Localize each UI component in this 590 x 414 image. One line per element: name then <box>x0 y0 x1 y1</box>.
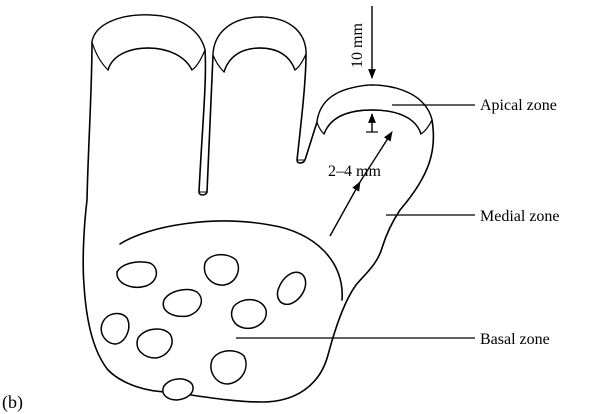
basal-cell <box>137 329 172 358</box>
basal-cell <box>232 300 267 329</box>
organ-outline <box>83 15 433 402</box>
zone-leaders <box>236 105 475 338</box>
basal-cell <box>101 313 128 344</box>
dimension-2-4mm-label: 2–4 mm <box>328 163 381 180</box>
apical-cap-middle <box>213 17 306 72</box>
dimension-10mm-label: 10 mm <box>349 23 366 68</box>
basal-cell <box>204 255 238 285</box>
basal-cell <box>211 351 246 384</box>
apical-zone-label: Apical zone <box>480 97 557 114</box>
basal-cell <box>278 272 306 304</box>
apical-cap-left <box>92 15 205 70</box>
panel-label: (b) <box>2 392 23 413</box>
apical-cap-right <box>317 85 432 134</box>
dimension-10mm <box>366 6 378 132</box>
basal-zone-label: Basal zone <box>480 331 550 348</box>
basal-cell <box>163 379 193 400</box>
basal-cell <box>117 262 156 287</box>
gap-lines <box>199 160 305 192</box>
dimension-2-4mm <box>330 132 392 236</box>
basal-cells <box>101 255 305 400</box>
basal-cell <box>163 290 201 317</box>
medial-zone-label: Medial zone <box>480 208 560 225</box>
